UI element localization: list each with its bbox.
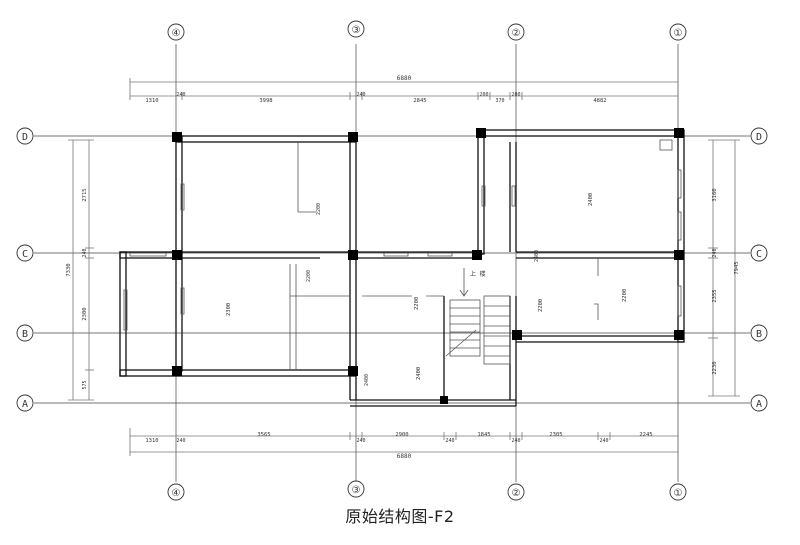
bottom-dim-3: 3565 — [257, 432, 270, 438]
top-dim-2: 240 — [176, 92, 185, 98]
axis-label-3-top: ③ — [352, 25, 361, 36]
right-dim-3: 2355 — [712, 289, 718, 302]
bottom-dim-9: 2305 — [549, 432, 562, 438]
bottom-dimension-lines: 1310 240 3565 240 2900 240 1845 240 2305… — [129, 428, 679, 460]
room-label: 2400 — [364, 374, 370, 386]
right-dimension-lines: 3160 240 2355 2230 7945 — [708, 139, 740, 397]
left-dim-3: 2300 — [82, 307, 88, 320]
windows — [123, 139, 682, 331]
axis-bubbles-bottom: ④ ③ ② ① — [167, 480, 687, 501]
room-label: 2200 — [316, 203, 322, 215]
axis-bubbles-right: D C B A — [750, 127, 768, 412]
right-dim-4: 2230 — [712, 361, 718, 374]
bottom-dim-7: 1845 — [477, 432, 490, 438]
bottom-dim-2: 240 — [176, 438, 185, 444]
right-dim-1: 3160 — [712, 188, 718, 201]
axis-label-A-left: A — [22, 399, 28, 410]
room-label: 2300 — [226, 303, 232, 316]
bottom-dim-10: 240 — [599, 438, 608, 444]
bottom-dim-5: 2900 — [395, 432, 408, 438]
bottom-dim-6: 240 — [445, 438, 454, 444]
left-dim-2: 240 — [82, 248, 88, 257]
bottom-dim-11: 2245 — [639, 432, 652, 438]
top-dim-9: 4882 — [593, 98, 606, 104]
axis-label-4-bottom: ④ — [172, 488, 181, 499]
top-dim-3: 3998 — [259, 98, 272, 104]
axis-label-1-bottom: ① — [674, 488, 683, 499]
drawing-title: 原始结构图-F2 — [345, 507, 455, 526]
bottom-dim-8: 240 — [511, 438, 520, 444]
top-dim-4: 240 — [356, 92, 365, 98]
grid-axis-lines — [34, 44, 750, 482]
axis-label-D-left: D — [22, 132, 28, 143]
axis-label-4-top: ④ — [172, 28, 181, 39]
top-dim-1: 1310 — [145, 98, 158, 104]
axis-label-C-left: C — [22, 249, 28, 260]
stair-label: 上 楼 — [470, 270, 486, 278]
top-dim-8: 200 — [511, 92, 520, 98]
axis-label-2-top: ② — [512, 28, 521, 39]
axis-label-2-bottom: ② — [512, 488, 521, 499]
top-total-dim: 6880 — [397, 75, 412, 82]
axis-label-A-right: A — [756, 399, 762, 410]
left-dim-4: 575 — [82, 380, 88, 389]
top-dim-6: 200 — [479, 92, 488, 98]
left-dimension-lines: 2715 240 2300 575 7330 — [66, 139, 94, 401]
axis-label-C-right: C — [756, 249, 762, 260]
top-dim-5: 2845 — [413, 98, 426, 104]
bottom-dim-1: 1310 — [145, 438, 158, 444]
axis-label-B-left: B — [22, 329, 28, 340]
top-dim-7: 370 — [495, 98, 504, 104]
top-dimension-lines: 6880 1310 240 3998 240 2845 200 370 200 … — [129, 75, 679, 104]
right-dim-2: 240 — [712, 248, 718, 257]
axis-bubbles-top: ④ ③ ② ① — [167, 20, 687, 41]
room-label: 2200 — [306, 270, 312, 282]
left-dim-1: 2715 — [82, 188, 88, 201]
axis-label-3-bottom: ③ — [352, 485, 361, 496]
room-label: 2400 — [416, 367, 422, 380]
axis-label-1-top: ① — [674, 28, 683, 39]
axis-bubbles-left: D C B A — [16, 127, 34, 412]
structural-columns — [172, 128, 684, 404]
bottom-dim-4: 240 — [356, 438, 365, 444]
room-label: 2200 — [414, 297, 420, 310]
room-annotations: 2200 2300 2200 2400 2400 2200 2200 2400 … — [226, 193, 628, 386]
room-label: 2200 — [538, 299, 544, 312]
right-total-dim: 7945 — [734, 261, 740, 274]
bottom-total-dim: 6880 — [397, 453, 412, 460]
axis-label-D-right: D — [756, 132, 762, 143]
left-total-dim: 7330 — [66, 263, 72, 276]
room-label: 2400 — [534, 250, 540, 262]
staircase: 上 楼 — [445, 268, 511, 365]
room-label: 2200 — [622, 289, 628, 302]
axis-label-B-right: B — [756, 329, 762, 340]
room-label: 2400 — [588, 193, 594, 206]
walls — [119, 129, 685, 407]
